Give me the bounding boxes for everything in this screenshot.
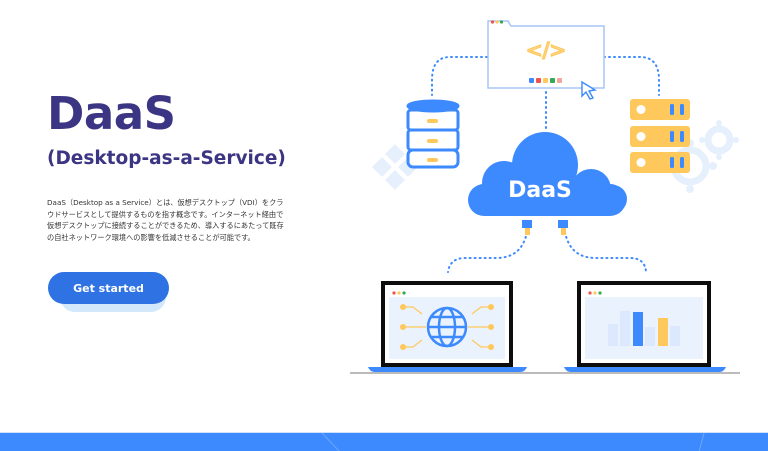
svg-text:</>: </>	[526, 38, 566, 62]
page-title: DaaS	[47, 87, 176, 140]
daas-illustration: </> DaaS	[350, 20, 740, 374]
bar-chart-icon	[608, 311, 680, 346]
server-rack-icon	[630, 99, 690, 173]
laptop-network-icon	[368, 281, 527, 372]
globe-icon	[426, 306, 468, 348]
connector-lines	[431, 56, 660, 273]
get-started-button-wrapper: Get started	[48, 272, 169, 312]
page-subtitle: (Desktop-as-a-Service)	[47, 148, 286, 169]
get-started-button[interactable]: Get started	[48, 272, 169, 304]
footer-band	[0, 432, 768, 451]
database-icon	[406, 99, 460, 169]
hero-text-block: DaaS (Desktop-as-a-Service) DaaS（Desktop…	[47, 88, 307, 243]
hero-description: DaaS（Desktop as a Service）とは、仮想デスクトップ（VD…	[47, 198, 284, 242]
cloud-icon	[468, 132, 627, 216]
cable-plugs	[522, 220, 568, 235]
cursor-icon	[581, 80, 597, 100]
code-window-icon: </>	[487, 20, 605, 89]
cloud-label: DaaS	[508, 178, 572, 203]
laptop-chart-icon	[564, 281, 726, 372]
